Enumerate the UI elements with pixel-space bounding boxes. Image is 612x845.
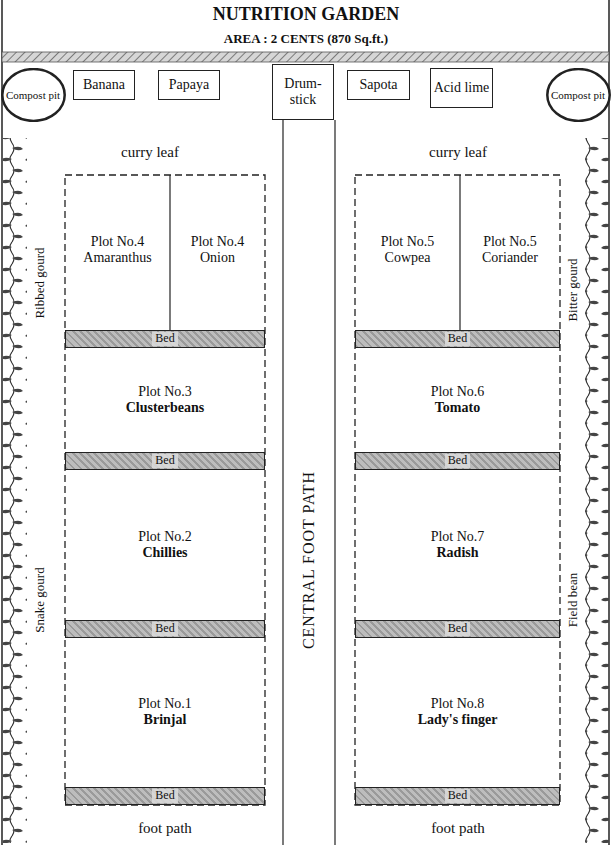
plot-area: Plot No.3Clusterbeans [67, 352, 263, 448]
node-text: Bed [152, 332, 177, 346]
plot-area: Plot No.4Onion [172, 190, 263, 310]
side-label: Ribbed gourd [33, 247, 47, 318]
plot-number: Plot No.7 [431, 529, 485, 545]
plot-area: Plot No.8Lady's finger [357, 642, 558, 782]
plot-number: Plot No.2 [138, 529, 192, 545]
node-text: Sapota [359, 77, 397, 93]
tree-box: Acid lime [430, 68, 493, 108]
plot-area: Plot No.1Brinjal [67, 642, 263, 782]
crop-name: Lady's finger [418, 712, 498, 728]
plot-area: Plot No.4Amaranthus [67, 190, 168, 310]
compost-pit: Compost pit [546, 68, 611, 122]
bed-band: Bed [355, 787, 560, 805]
bed-band: Bed [355, 452, 560, 470]
plot-area [355, 175, 560, 805]
tree-box: Papaya [158, 70, 220, 100]
plot-area: Plot No.5Coriander [462, 190, 558, 310]
crop-name: Chillies [142, 545, 187, 561]
plot-area: Plot No.2Chillies [67, 474, 263, 616]
hedge [3, 138, 27, 843]
tree-box: Drum-stick [272, 64, 334, 120]
crop-name: Amaranthus [83, 250, 151, 266]
node-text: Drum-stick [275, 76, 331, 108]
area-label: curry leaf [429, 144, 487, 161]
node-text: Compost pit [6, 89, 60, 102]
bed-band: Bed [65, 330, 265, 348]
crop-name: Onion [200, 250, 235, 266]
plot-area: Plot No.5Cowpea [357, 190, 458, 310]
node-text: Bed [152, 454, 177, 468]
compost-pit: Compost pit [1, 68, 66, 122]
crop-name: Coriander [482, 250, 538, 266]
hedge [585, 138, 609, 843]
side-label: Bitter gourd [566, 258, 580, 321]
node-text: Papaya [169, 77, 209, 93]
tree-box: Banana [73, 70, 135, 100]
bed-band: Bed [65, 620, 265, 638]
path-edge [282, 120, 283, 845]
plot-divider [169, 175, 170, 330]
node-text: Bed [445, 332, 470, 346]
plot-number: Plot No.6 [431, 384, 485, 400]
node-text: Bed [152, 622, 177, 636]
area-label: curry leaf [121, 144, 179, 161]
plot-divider [459, 175, 460, 330]
node-text: Bed [445, 789, 470, 803]
tree-box: Sapota [347, 70, 410, 100]
plot-number: Plot No.5 [483, 234, 537, 250]
node-text: Compost pit [551, 89, 605, 102]
crop-name: Radish [436, 545, 478, 561]
plot-number: Plot No.4 [91, 234, 145, 250]
border-line [1, 0, 3, 845]
side-label: Snake gourd [33, 567, 47, 632]
plot-number: Plot No.3 [138, 384, 192, 400]
side-label: Field bean [566, 573, 580, 628]
crop-name: Clusterbeans [126, 400, 205, 416]
node-text: Bed [152, 789, 177, 803]
node-text: Bed [445, 454, 470, 468]
node-text: Acid lime [434, 80, 490, 96]
plot-number: Plot No.4 [191, 234, 245, 250]
bed-band: Bed [355, 620, 560, 638]
diagram-title: NUTRITION GARDEN [213, 5, 400, 25]
plot-number: Plot No.5 [381, 234, 435, 250]
plot-area [65, 175, 265, 805]
node-text: Banana [83, 77, 125, 93]
area-label: foot path [138, 820, 192, 837]
node-text: Bed [445, 622, 470, 636]
plot-number: Plot No.8 [431, 696, 485, 712]
crop-name: Cowpea [385, 250, 431, 266]
bed-band: Bed [65, 787, 265, 805]
crop-name: Tomato [435, 400, 480, 416]
plot-area: Plot No.7Radish [357, 474, 558, 616]
side-label: CENTRAL FOOT PATH [300, 471, 318, 649]
fence-band [2, 52, 609, 62]
plot-number: Plot No.1 [138, 696, 192, 712]
plot-area: Plot No.6Tomato [357, 352, 558, 448]
bed-band: Bed [65, 452, 265, 470]
area-label: AREA : 2 CENTS (870 Sq.ft.) [224, 32, 388, 46]
path-edge [334, 120, 335, 845]
crop-name: Brinjal [144, 712, 187, 728]
bed-band: Bed [355, 330, 560, 348]
area-label: foot path [431, 820, 485, 837]
